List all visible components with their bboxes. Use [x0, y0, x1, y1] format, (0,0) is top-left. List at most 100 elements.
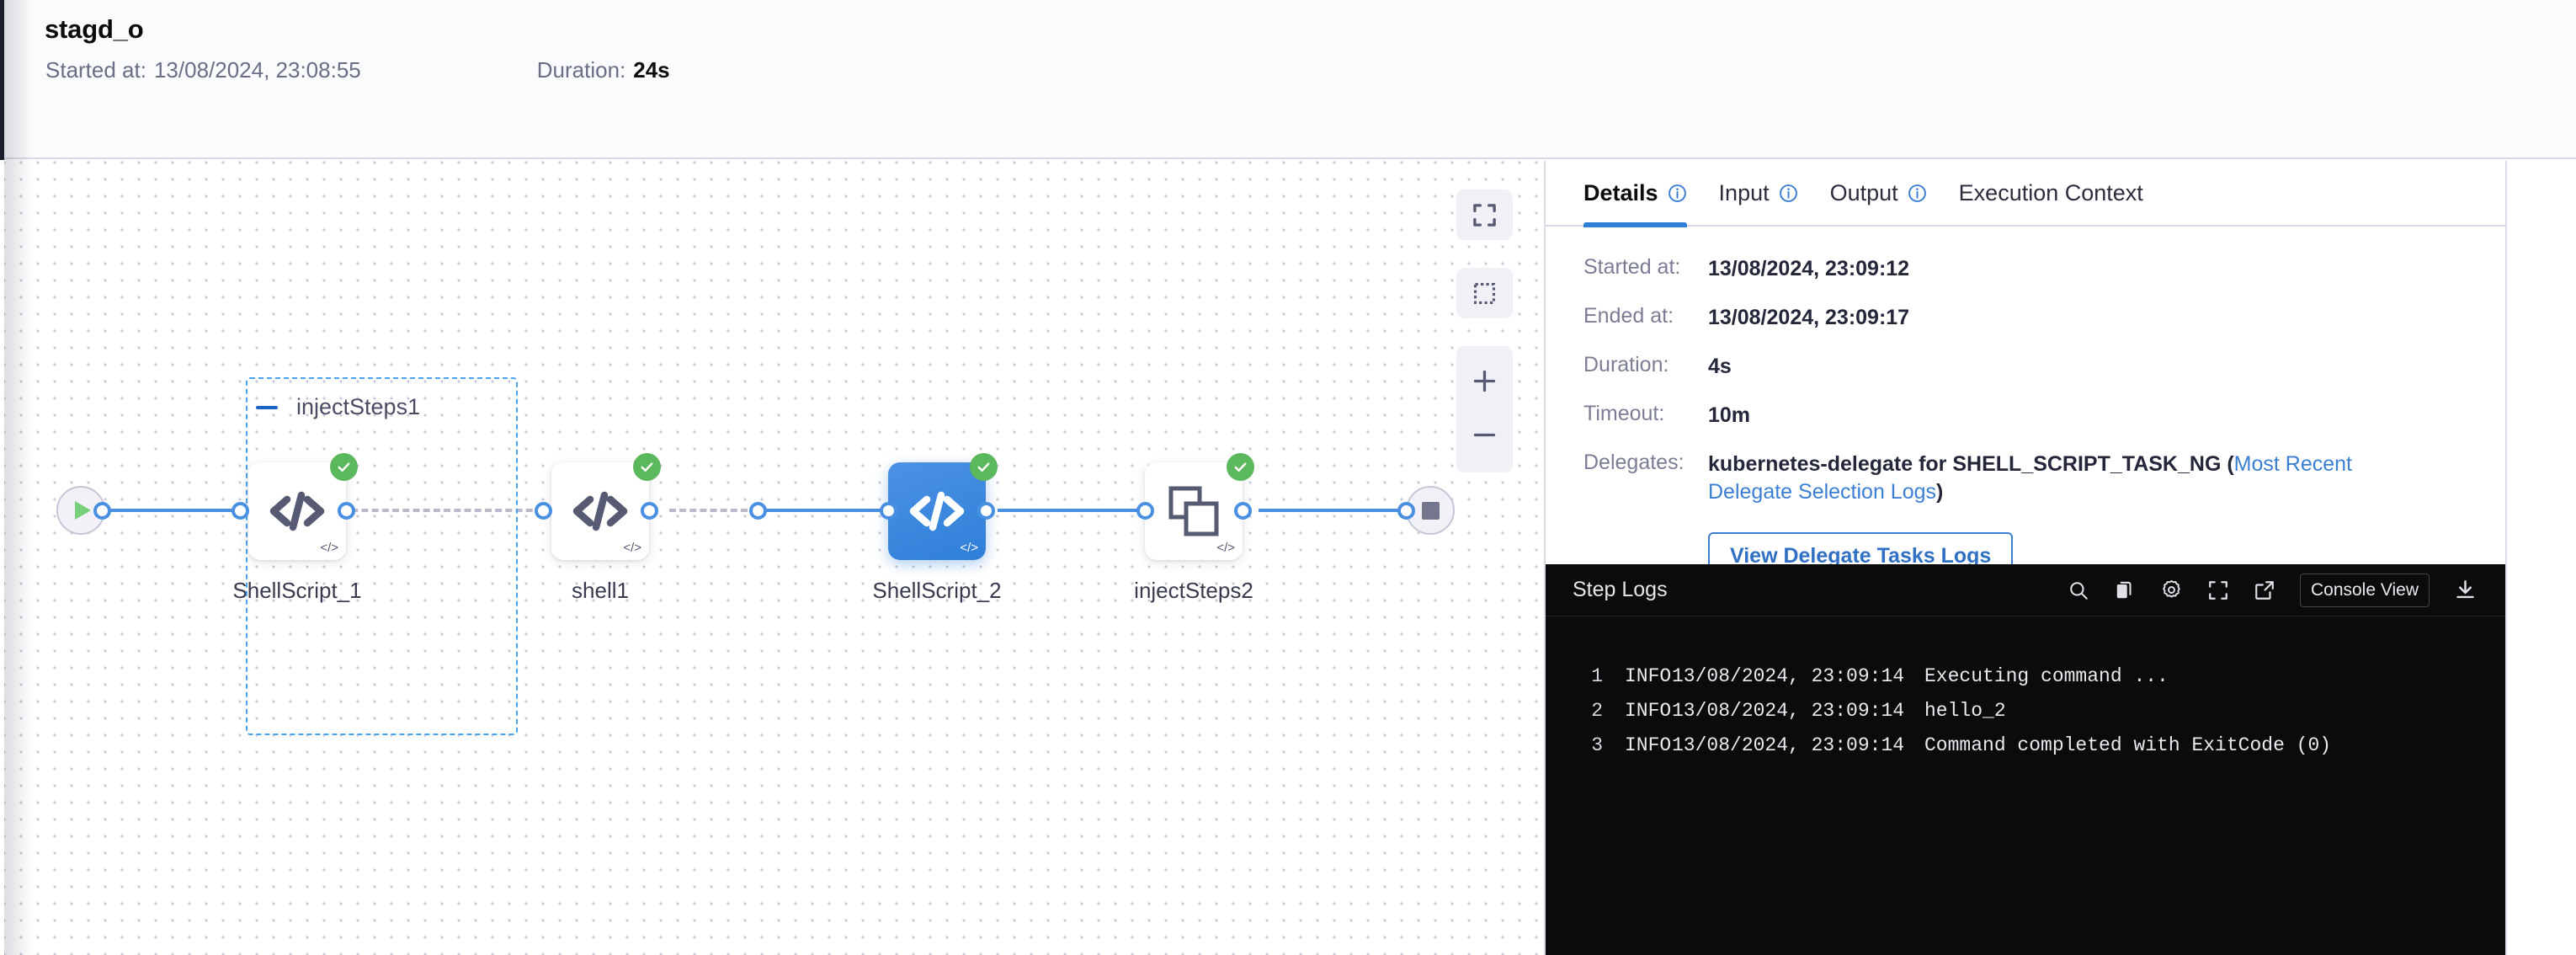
edge-injectsteps2-to-end	[1259, 509, 1406, 512]
edge-group-to-shellscript2	[758, 509, 888, 512]
canvas-controls	[1456, 189, 1513, 472]
port-shellscript1-out[interactable]	[338, 502, 355, 520]
pipeline-graph-canvas[interactable]: injectSteps1	[4, 161, 1543, 955]
port-start-out[interactable]	[93, 502, 111, 520]
log-level: INFO	[1625, 699, 1672, 722]
zoom-out-button[interactable]	[1456, 408, 1513, 461]
tab-label: Execution Context	[1958, 179, 2143, 205]
page-title: stagd_o	[45, 14, 144, 44]
detail-row-started-at: Started at: 13/08/2024, 23:09:12	[1583, 255, 2505, 283]
log-line: 1 INFO 13/08/2024, 23:09:14 Executing co…	[1546, 659, 2505, 693]
log-line: 3 INFO 13/08/2024, 23:09:14 Command comp…	[1546, 728, 2505, 762]
port-injectsteps2-in[interactable]	[1136, 502, 1154, 520]
detail-value: 13/08/2024, 23:09:12	[1708, 257, 1910, 280]
port-shellscript2-out[interactable]	[977, 502, 995, 520]
step-group-label: injectSteps1	[296, 394, 421, 419]
step-detail-panel: Details Input	[1544, 161, 2507, 955]
shell-script-icon	[888, 462, 986, 560]
shell-script-icon	[551, 462, 649, 560]
graph-layer: injectSteps1	[4, 161, 1543, 955]
log-timestamp: 13/08/2024, 23:09:14	[1672, 664, 1905, 687]
log-message: Executing command ...	[1924, 664, 2169, 687]
detail-label: Started at:	[1583, 255, 1681, 279]
detail-value: 10m	[1708, 403, 1751, 427]
log-line-number: 1	[1591, 664, 1603, 687]
left-nav-rail	[0, 0, 4, 160]
port-injectsteps2-out[interactable]	[1234, 502, 1252, 520]
log-level: INFO	[1625, 664, 1672, 687]
stop-icon	[1421, 501, 1440, 520]
log-message: hello_2	[1924, 699, 2006, 722]
copy-icon[interactable]	[2114, 579, 2136, 601]
console-view-button[interactable]: Console View	[2299, 573, 2430, 607]
detail-label: Timeout:	[1583, 402, 1665, 425]
log-message: Command completed with ExitCode (0)	[1924, 734, 2332, 756]
node-type-icon: </>	[960, 541, 978, 555]
port-shell1-out[interactable]	[641, 502, 658, 520]
tab-output[interactable]: Output	[1830, 160, 1927, 226]
search-icon[interactable]	[2068, 579, 2089, 601]
pipeline-start-node[interactable]	[56, 486, 105, 535]
step-logs-toolbar: Step Logs	[1546, 564, 2505, 616]
info-icon[interactable]	[1779, 184, 1798, 203]
gear-icon[interactable]	[2160, 579, 2183, 601]
detail-row-ended-at: Ended at: 13/08/2024, 23:09:17	[1583, 304, 2505, 332]
fullscreen-icon[interactable]	[2207, 579, 2229, 601]
port-end-in[interactable]	[1397, 502, 1415, 520]
log-level: INFO	[1625, 734, 1672, 756]
log-output[interactable]: 1 INFO 13/08/2024, 23:09:14 Executing co…	[1546, 616, 2505, 762]
edge-shellscript1-to-shell1	[341, 509, 543, 512]
status-badge-shellscript1	[330, 453, 358, 481]
port-injectsteps1-out[interactable]	[749, 502, 767, 520]
download-icon[interactable]	[2454, 579, 2477, 601]
logs-tool-buttons: Console View	[2068, 573, 2477, 607]
selection-box-button[interactable]	[1456, 268, 1513, 318]
step-group-header-injectsteps1[interactable]: injectSteps1	[256, 394, 420, 420]
duration-value: 24s	[633, 57, 670, 83]
delegate-text: kubernetes-delegate for SHELL_SCRIPT_TAS…	[1708, 452, 2234, 476]
step-logs-title: Step Logs	[1573, 578, 1668, 601]
info-icon[interactable]	[1908, 184, 1927, 203]
edge-start-to-shellscript1	[67, 509, 240, 512]
node-type-icon: </>	[320, 541, 338, 555]
node-label-shellscript1: ShellScript_1	[232, 578, 362, 603]
info-icon[interactable]	[1668, 184, 1687, 203]
status-badge-injectsteps2	[1227, 453, 1254, 481]
node-shell1[interactable]: </>	[551, 462, 649, 560]
detail-row-delegates: Delegates: kubernetes-delegate for SHELL…	[1583, 451, 2505, 506]
log-line: 2 INFO 13/08/2024, 23:09:14 hello_2	[1546, 693, 2505, 728]
node-shellscript2[interactable]: </>	[888, 462, 986, 560]
detail-label: Duration:	[1583, 353, 1669, 376]
tab-details[interactable]: Details	[1583, 160, 1687, 227]
node-shellscript1[interactable]: </>	[248, 462, 346, 560]
panel-tabs: Details Input	[1546, 161, 2505, 227]
external-link-icon[interactable]	[2254, 579, 2275, 601]
detail-label: Ended at:	[1583, 304, 1674, 328]
tab-label: Input	[1718, 179, 1770, 205]
log-timestamp: 13/08/2024, 23:09:14	[1672, 699, 1905, 722]
started-at-label: Started at:	[45, 57, 146, 83]
status-badge-shellscript2	[970, 453, 998, 481]
shell-script-icon	[248, 462, 346, 560]
play-icon	[75, 501, 91, 520]
port-injectsteps1-in[interactable]	[535, 502, 552, 520]
node-label-injectsteps2: injectSteps2	[1134, 578, 1253, 603]
node-label-shellscript2: ShellScript_2	[872, 578, 1002, 603]
detail-row-timeout: Timeout: 10m	[1583, 402, 2505, 429]
log-timestamp: 13/08/2024, 23:09:14	[1672, 734, 1905, 756]
port-shellscript2-in[interactable]	[880, 502, 897, 520]
tab-input[interactable]: Input	[1719, 160, 1798, 226]
tab-execution-context[interactable]: Execution Context	[1959, 160, 2143, 226]
node-injectsteps2[interactable]: </>	[1145, 462, 1243, 560]
delegate-selection-logs-link[interactable]: Most Recent Delegate Selection Logs	[1708, 452, 2353, 504]
step-details-list: Started at: 13/08/2024, 23:09:12 Ended a…	[1546, 227, 2505, 580]
fit-to-screen-button[interactable]	[1456, 189, 1513, 240]
step-logs-console: Step Logs	[1546, 564, 2505, 955]
collapse-icon[interactable]	[256, 405, 278, 409]
step-group-injectsteps1[interactable]	[246, 377, 518, 735]
tab-label: Details	[1583, 179, 1658, 205]
zoom-in-button[interactable]	[1456, 354, 1513, 408]
detail-row-duration: Duration: 4s	[1583, 353, 2505, 381]
detail-label: Delegates:	[1583, 451, 1685, 474]
port-shellscript1-in[interactable]	[232, 502, 249, 520]
